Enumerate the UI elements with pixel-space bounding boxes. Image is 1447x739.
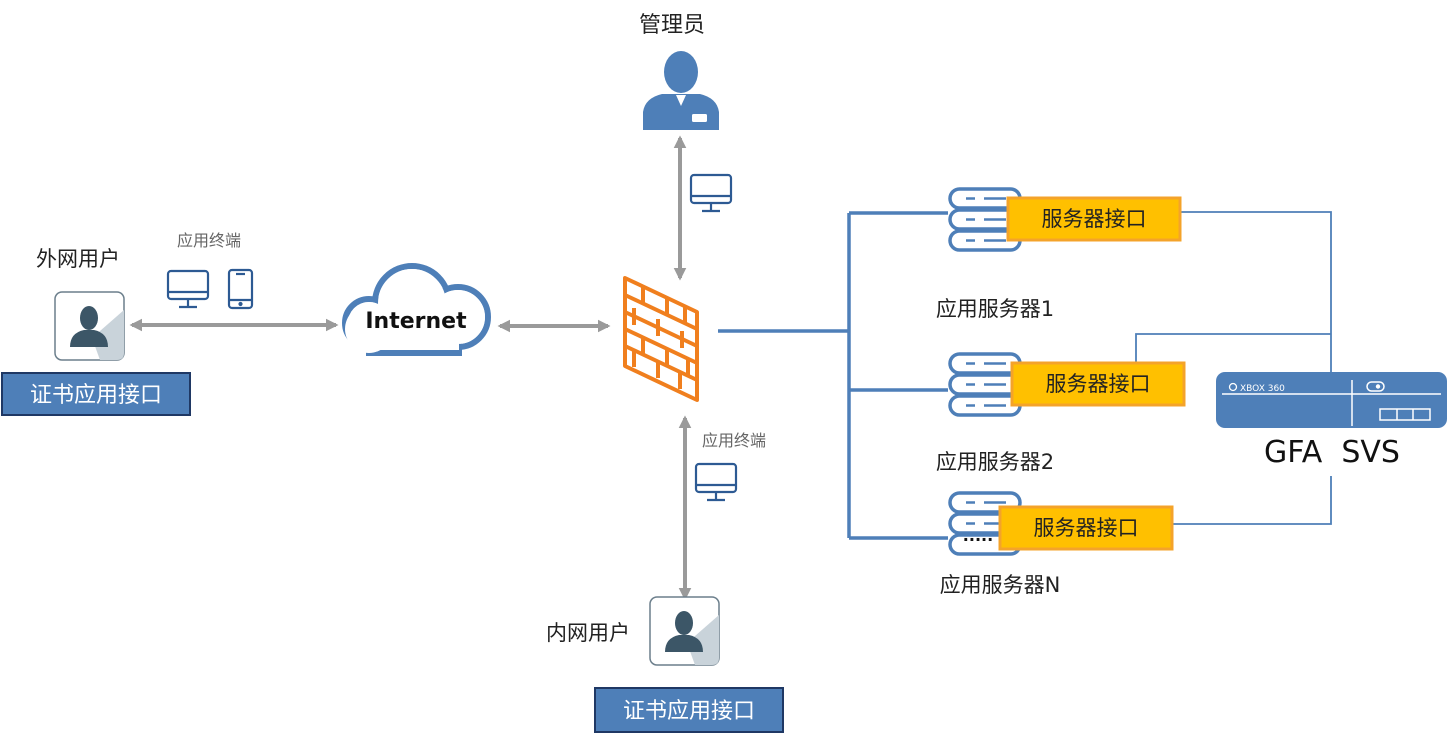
server-interface-label: 服务器接口	[1034, 516, 1139, 540]
server-interface-2: 服务器接口	[1010, 361, 1186, 407]
external-user-label: 外网用户	[36, 247, 120, 271]
interface-links	[1135, 211, 1332, 525]
admin-label: 管理员	[639, 13, 705, 38]
phone-icon	[227, 268, 254, 310]
external-user-node: 外网用户 应用终端 证书应用接口	[1, 231, 254, 416]
server-interface-1: 服务器接口	[1006, 196, 1182, 242]
internal-user-label: 内网用户	[546, 621, 630, 645]
external-terminal-label: 应用终端	[177, 231, 241, 250]
internal-user-node: 应用终端 内网用户 证书应用接口	[546, 431, 784, 733]
server-icon	[948, 187, 1022, 252]
external-cert-interface: 证书应用接口	[1, 372, 191, 416]
server-interface-n: 服务器接口	[998, 505, 1174, 551]
internal-terminal-label: 应用终端	[702, 431, 766, 450]
monitor-icon	[166, 269, 210, 309]
internet-label: Internet	[365, 309, 467, 334]
server-name: 应用服务器N	[940, 573, 1061, 597]
internet-cloud: Internet	[342, 263, 491, 356]
admin-icon	[643, 51, 719, 130]
device-port	[1379, 408, 1431, 421]
server-name: 应用服务器1	[936, 297, 1054, 321]
connections	[129, 135, 1332, 601]
server-name: 应用服务器2	[936, 450, 1054, 474]
internal-cert-label: 证书应用接口	[623, 699, 755, 724]
admin-terminal-icon	[689, 173, 733, 213]
server-interface-label: 服务器接口	[1046, 372, 1151, 396]
user-icon	[54, 291, 125, 361]
server-n: ..... 服务器接口 应用服务器N	[940, 491, 1174, 597]
server-2: 服务器接口 应用服务器2	[936, 352, 1186, 474]
device-chassis	[1216, 372, 1447, 428]
device-brand: XBOX 360	[1240, 384, 1285, 394]
gfa-svs-device: XBOX 360 GFA SVS	[1216, 372, 1447, 470]
server-1: 服务器接口 应用服务器1	[936, 187, 1182, 321]
firewall-icon	[623, 276, 699, 402]
server-interface-label: 服务器接口	[1042, 207, 1147, 231]
server-icon	[948, 352, 1022, 417]
admin-node: 管理员	[639, 13, 733, 213]
internal-terminal-icon	[694, 462, 738, 502]
internal-cert-interface: 证书应用接口	[594, 687, 784, 733]
user-icon	[649, 596, 720, 666]
device-label: GFA SVS	[1264, 435, 1400, 470]
server-bus	[718, 211, 948, 540]
server-dots: .....	[963, 526, 993, 545]
external-cert-label: 证书应用接口	[30, 383, 162, 408]
